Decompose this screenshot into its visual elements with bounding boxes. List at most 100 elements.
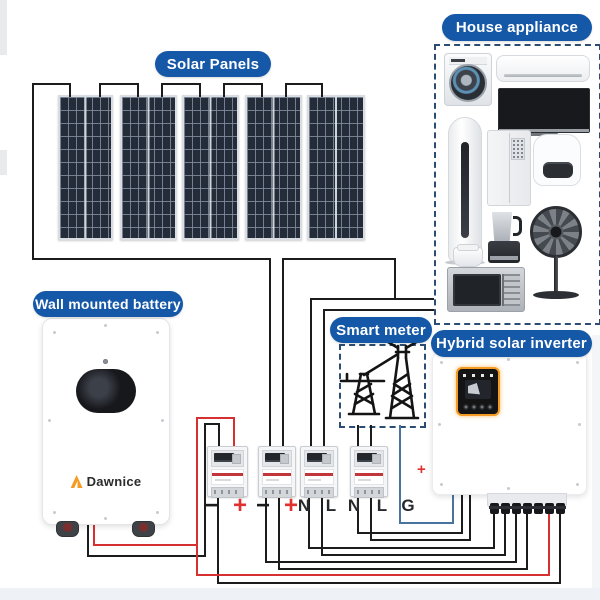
screw-icon bbox=[578, 423, 581, 426]
pv-string-right-wire bbox=[282, 258, 396, 447]
terminal-label-minus: − bbox=[255, 492, 271, 519]
meter-button bbox=[232, 454, 241, 464]
solar-panels-label-text: Solar Panels bbox=[166, 55, 260, 73]
meter-terminals bbox=[354, 487, 384, 498]
washing-machine-icon bbox=[444, 53, 492, 106]
meter-display bbox=[354, 450, 384, 467]
red-wires bbox=[93, 417, 550, 576]
battery-display-window bbox=[76, 369, 136, 413]
meter-lcd bbox=[214, 453, 234, 462]
meter-display bbox=[262, 450, 292, 467]
terminal-label-l: L bbox=[376, 496, 388, 515]
pv-string-left-wire bbox=[32, 83, 271, 447]
solar-panel bbox=[182, 95, 239, 240]
meter1-to-inverter-wire bbox=[217, 497, 561, 584]
hybrid-inverter-label-text: Hybrid solar inverter bbox=[436, 335, 587, 352]
screw-icon bbox=[507, 487, 510, 490]
screw-icon bbox=[156, 331, 159, 334]
meter2-to-inverter-wire bbox=[265, 497, 517, 563]
meter4-to-inverter-wire bbox=[357, 494, 463, 534]
battery-foot bbox=[132, 521, 155, 537]
house-appliance-label-text: House appliance bbox=[455, 19, 579, 36]
inverter-buttons bbox=[462, 404, 494, 411]
wall-battery-label-text: Wall mounted battery bbox=[35, 296, 181, 312]
meter-face bbox=[211, 469, 244, 485]
meter-terminals bbox=[304, 487, 334, 498]
air-fryer-icon bbox=[533, 134, 581, 186]
screw-icon bbox=[48, 419, 51, 422]
meter-stripe bbox=[355, 473, 383, 476]
mc4-connector bbox=[533, 503, 544, 514]
meter-lcd bbox=[357, 453, 377, 462]
screw-icon bbox=[507, 358, 510, 361]
mc4-connector bbox=[544, 503, 555, 514]
wall-mounted-battery: Dawnice bbox=[42, 318, 170, 525]
energy-meter bbox=[207, 446, 248, 498]
battery-positive-wire bbox=[93, 417, 235, 546]
meter-face bbox=[304, 469, 334, 485]
screw-icon bbox=[104, 517, 107, 520]
inverter-status-leds bbox=[463, 374, 493, 377]
battery-negative-wire bbox=[87, 423, 220, 557]
battery-foot bbox=[56, 521, 79, 537]
meter3-to-house-wire bbox=[310, 298, 434, 447]
meter3-to-inverter-wire bbox=[321, 497, 506, 556]
solar-panel bbox=[245, 95, 302, 240]
solar-panel bbox=[58, 95, 113, 240]
terminal-label-n: N bbox=[347, 496, 361, 515]
screw-icon bbox=[156, 511, 159, 514]
meter-lcd bbox=[307, 453, 327, 462]
screw-icon bbox=[104, 324, 107, 327]
smart-meter-box bbox=[339, 344, 426, 428]
split-ac-icon bbox=[496, 55, 590, 82]
wall-battery-label: Wall mounted battery bbox=[33, 291, 183, 317]
energy-meter bbox=[300, 446, 338, 498]
inverter-screen bbox=[465, 380, 491, 399]
page-right-band bbox=[592, 335, 600, 588]
battery-brand: Dawnice bbox=[43, 474, 169, 489]
fan-base bbox=[533, 291, 579, 299]
mc4-connector bbox=[500, 503, 511, 514]
hybrid-solar-inverter bbox=[432, 352, 587, 495]
meter-face bbox=[262, 469, 292, 485]
screw-icon bbox=[53, 511, 56, 514]
panel-jumper-wire bbox=[285, 83, 323, 97]
meter3-to-inverter-wire bbox=[308, 497, 495, 549]
pedestal-fan-icon bbox=[530, 206, 582, 258]
air-fryer-window bbox=[543, 162, 573, 178]
screw-icon bbox=[53, 331, 56, 334]
house-appliance-label: House appliance bbox=[442, 14, 592, 41]
blender-base bbox=[488, 241, 520, 263]
panel-jumper-wire bbox=[99, 83, 139, 97]
ground-wire bbox=[399, 425, 454, 524]
brand-logo-icon bbox=[70, 475, 83, 488]
blender-handle bbox=[513, 216, 522, 236]
battery-led bbox=[103, 359, 108, 364]
scan-artifact bbox=[0, 150, 7, 175]
meter-button bbox=[372, 454, 381, 464]
smart-meter-label: Smart meter bbox=[330, 317, 432, 343]
terminal-label-l: L bbox=[325, 496, 337, 515]
meter2-to-inverter-wire bbox=[278, 497, 528, 570]
meter-stripe bbox=[305, 473, 333, 476]
mc4-connector bbox=[555, 503, 566, 514]
fan-pole bbox=[554, 256, 558, 293]
kettle-icon bbox=[453, 244, 483, 267]
energy-meter bbox=[258, 446, 296, 498]
meter-terminals bbox=[262, 487, 292, 498]
screw-icon bbox=[576, 361, 579, 364]
scan-artifact bbox=[0, 0, 7, 55]
energy-meter bbox=[350, 446, 388, 498]
smart-meter-label-text: Smart meter bbox=[336, 321, 426, 339]
meter3-to-house-wire bbox=[323, 309, 434, 447]
brand-name: Dawnice bbox=[86, 474, 142, 489]
terminal-label-minus: − bbox=[204, 492, 220, 519]
meter4-to-inverter-wire bbox=[370, 494, 471, 541]
meter-terminals bbox=[211, 487, 244, 498]
meter-button bbox=[280, 454, 289, 464]
mc4-connector bbox=[511, 503, 522, 514]
black-wires bbox=[32, 83, 561, 584]
